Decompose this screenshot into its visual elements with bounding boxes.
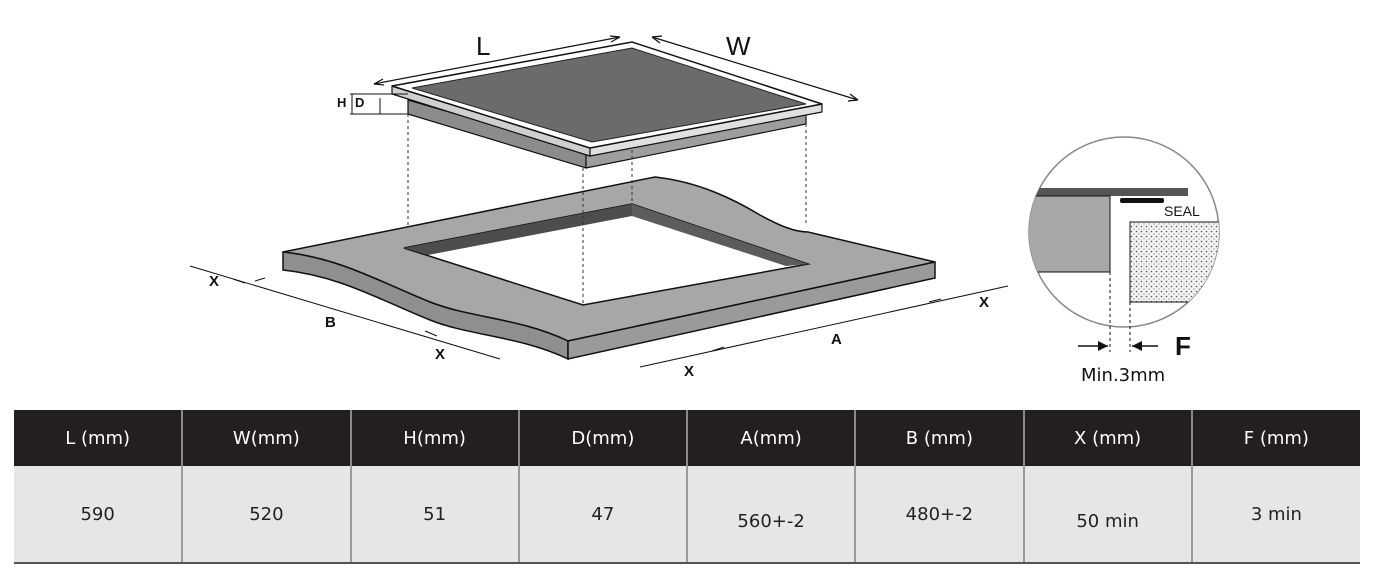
header-x: X (mm) xyxy=(1023,410,1193,466)
label-X-left: X xyxy=(209,273,219,290)
value-l: 590 xyxy=(14,466,184,564)
value-h: 51 xyxy=(350,466,520,564)
label-A: A xyxy=(831,331,842,348)
dimensions-table: L (mm) W(mm) H(mm) D(mm) A(mm) B (mm) X … xyxy=(14,410,1360,564)
value-f: 3 min xyxy=(1191,466,1360,564)
value-x: 50 min xyxy=(1023,466,1193,564)
value-b: 480+-2 xyxy=(855,466,1025,564)
seal-detail: SEAL F Min.3mm xyxy=(1028,136,1220,386)
label-X-front-right: X xyxy=(684,363,694,380)
value-w: 520 xyxy=(182,466,352,564)
label-W: W xyxy=(726,31,751,61)
cutout-back-wall xyxy=(404,204,632,255)
label-L: L xyxy=(476,31,490,61)
header-w: W(mm) xyxy=(182,410,352,466)
header-b: B (mm) xyxy=(855,410,1025,466)
worktop-right-edge xyxy=(567,261,936,360)
value-a: 560+-2 xyxy=(687,466,857,564)
detail-hob-body xyxy=(1029,195,1111,273)
header-a: A(mm) xyxy=(687,410,857,466)
dimension-H-D xyxy=(350,93,408,115)
label-seal: SEAL xyxy=(1164,203,1200,219)
projection-lines xyxy=(407,114,807,305)
hob-glass-surface xyxy=(411,47,807,143)
label-H: H xyxy=(337,95,346,110)
header-l: L (mm) xyxy=(14,410,184,466)
table-row: 590 520 51 47 560+-2 480+-2 50 min 3 min xyxy=(14,466,1360,564)
detail-glass xyxy=(1029,188,1188,196)
table-header-row: L (mm) W(mm) H(mm) D(mm) A(mm) B (mm) X … xyxy=(14,410,1360,466)
label-min-gap: Min.3mm xyxy=(1081,365,1165,386)
header-f: F (mm) xyxy=(1191,410,1360,466)
installation-diagram: L W H D X B X X A X xyxy=(189,31,1220,386)
dimension-L xyxy=(373,35,621,86)
dimension-lines-bottom xyxy=(189,265,1009,368)
header-h: H(mm) xyxy=(350,410,520,466)
label-D: D xyxy=(355,95,364,110)
label-B: B xyxy=(325,314,336,331)
dimension-W xyxy=(651,35,859,102)
value-d: 47 xyxy=(518,466,689,564)
cutout-right-wall xyxy=(632,204,808,266)
label-X-right: X xyxy=(979,294,989,311)
label-X-front-left: X xyxy=(435,346,445,363)
header-d: D(mm) xyxy=(518,410,689,466)
label-F: F xyxy=(1175,331,1191,361)
detail-seal xyxy=(1120,198,1164,203)
detail-worktop xyxy=(1129,221,1219,303)
hob xyxy=(391,41,823,169)
worktop xyxy=(282,176,936,361)
